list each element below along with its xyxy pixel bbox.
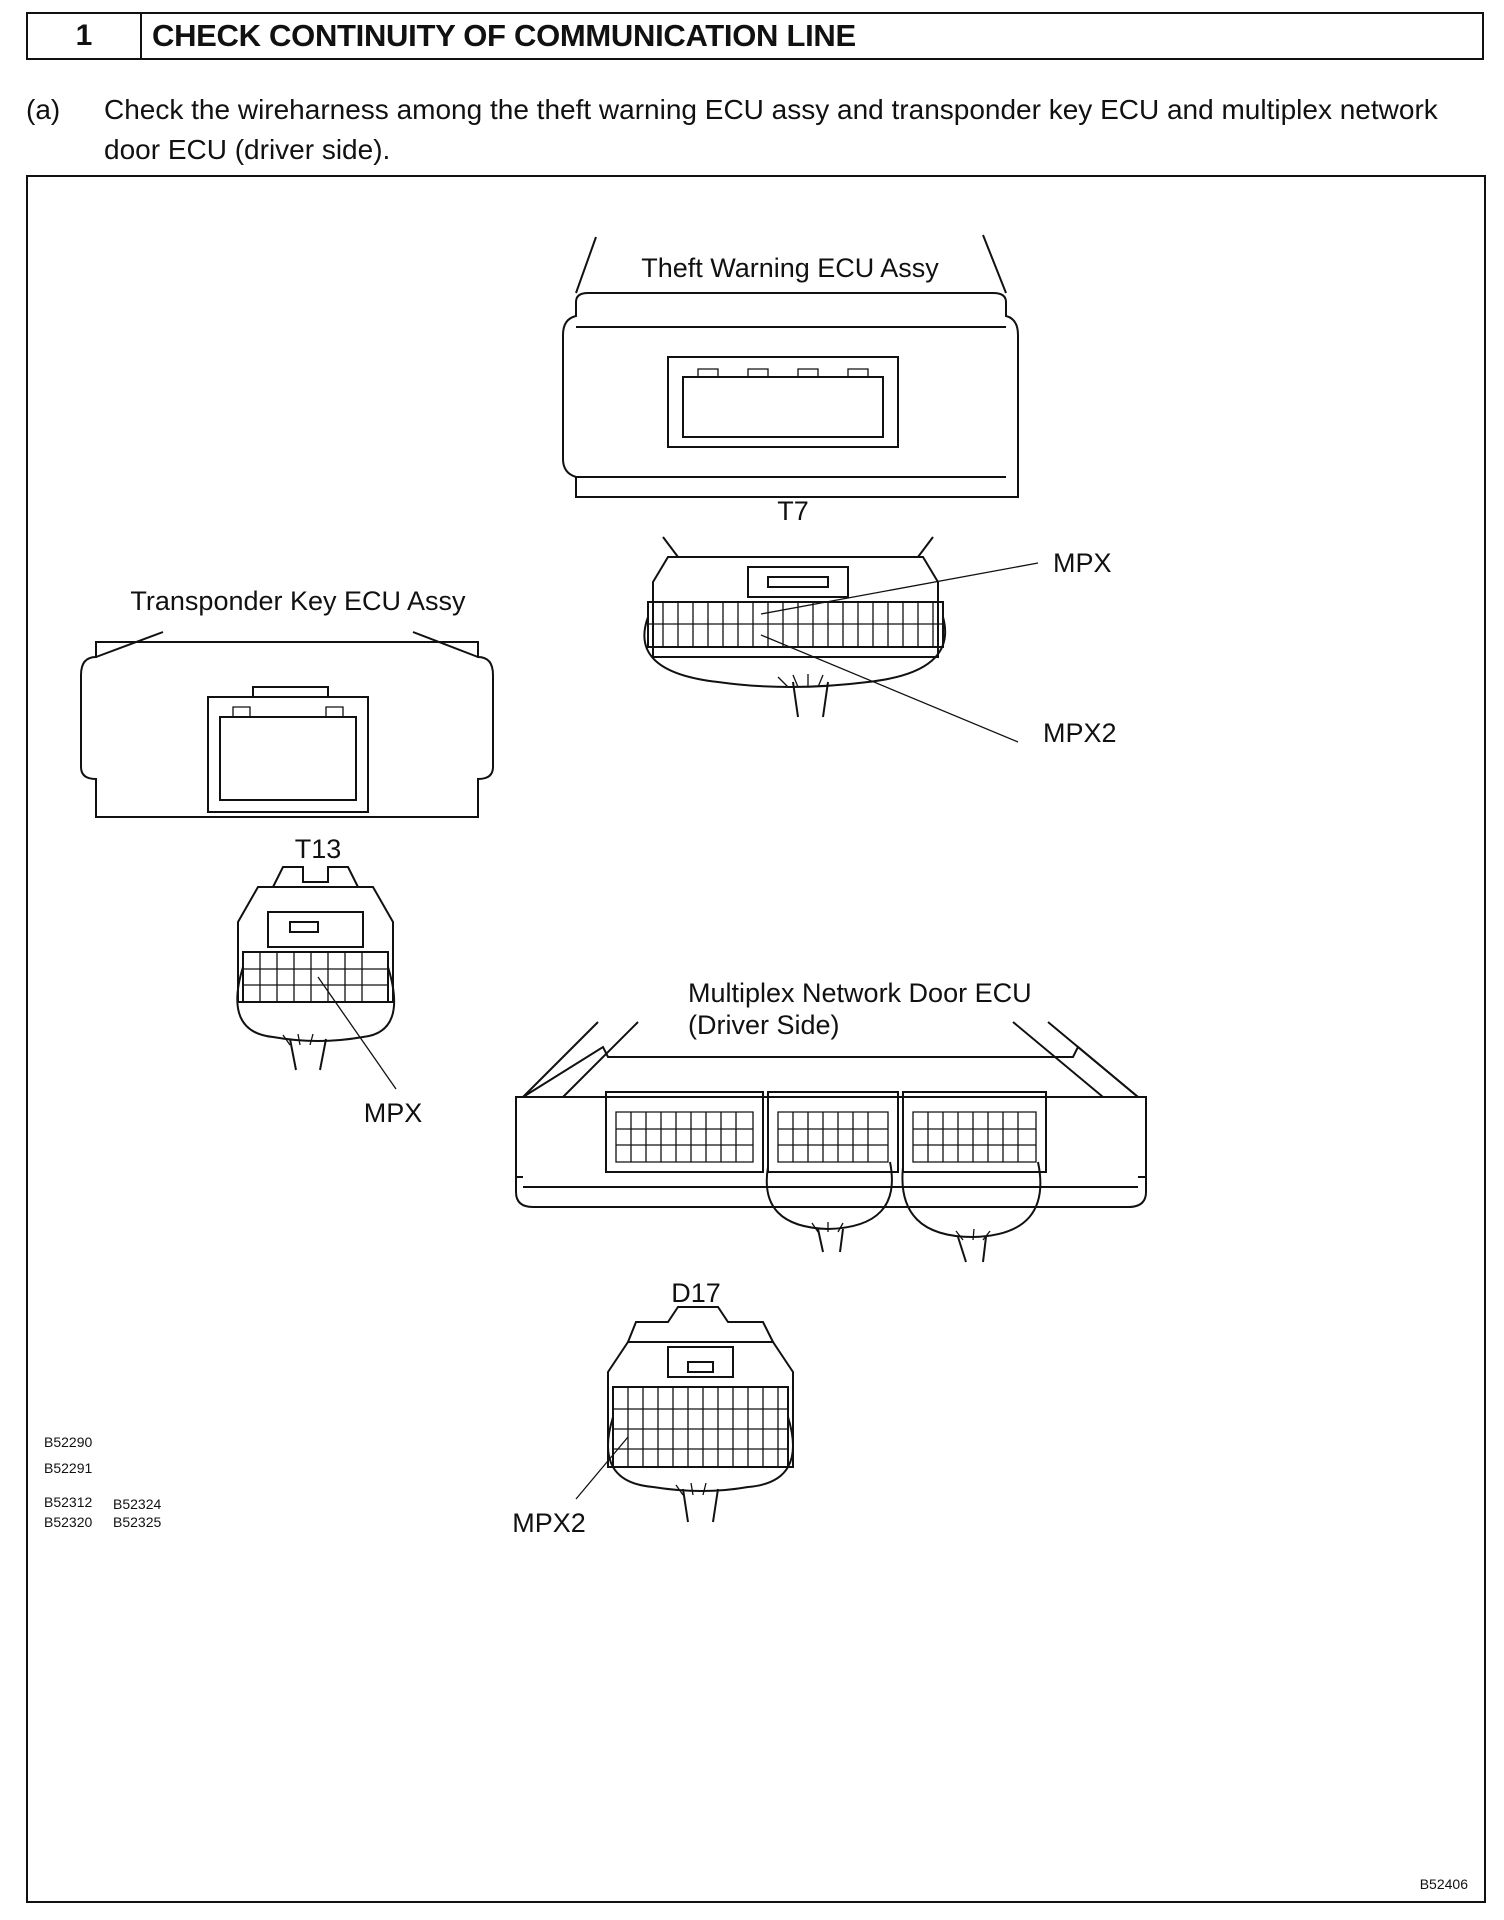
- d17-label: D17: [671, 1278, 721, 1308]
- t13-label: T13: [295, 834, 342, 864]
- ref-code-3: B52312: [44, 1494, 92, 1510]
- door-ecu-label-line2: (Driver Side): [688, 1010, 840, 1040]
- instruction-label: (a): [26, 94, 61, 125]
- step-title: CHECK CONTINUITY OF COMMUNICATION LINE: [152, 18, 856, 53]
- ref-code-6: B52325: [113, 1514, 161, 1530]
- t7-mpx2-label: MPX2: [1043, 718, 1117, 748]
- wiring-figure: Theft Warning ECU Assy T7 MPX MPX2 Trans…: [26, 175, 1486, 1903]
- figure-drawing: Theft Warning ECU Assy T7 MPX MPX2 Trans…: [44, 234, 1468, 1892]
- t13-mpx-label: MPX: [364, 1098, 423, 1128]
- ref-code-5: B52320: [44, 1514, 92, 1530]
- reference-codes: B52290 B52291 B52312 B52324 B52320 B5232…: [44, 1434, 1468, 1892]
- d17-connector: D17 MPX2: [512, 1278, 794, 1538]
- theft-ecu-label: Theft Warning ECU Assy: [641, 253, 939, 283]
- t7-label: T7: [777, 496, 809, 526]
- ref-code-1: B52290: [44, 1434, 92, 1450]
- figure-code: B52406: [1420, 1876, 1468, 1892]
- transponder-key-ecu: Transponder Key ECU Assy: [80, 586, 494, 818]
- ref-code-2: B52291: [44, 1460, 92, 1476]
- step-header: 1 CHECK CONTINUITY OF COMMUNICATION LINE: [26, 12, 1484, 60]
- instruction-text: Check the wireharness among the theft wa…: [104, 94, 1438, 165]
- theft-warning-ecu: Theft Warning ECU Assy: [562, 234, 1019, 498]
- transponder-label: Transponder Key ECU Assy: [130, 586, 466, 616]
- t7-mpx-label: MPX: [1053, 548, 1112, 578]
- t13-connector: T13 MPX: [236, 834, 423, 1128]
- t7-connector: T7 MPX MPX2: [643, 496, 1117, 748]
- step-number: 1: [28, 14, 142, 58]
- multiplex-door-ecu: Multiplex Network Door ECU (Driver Side): [515, 978, 1147, 1263]
- door-ecu-label-line1: Multiplex Network Door ECU: [688, 978, 1032, 1008]
- ref-code-4: B52324: [113, 1496, 161, 1512]
- d17-mpx2-label: MPX2: [512, 1508, 586, 1538]
